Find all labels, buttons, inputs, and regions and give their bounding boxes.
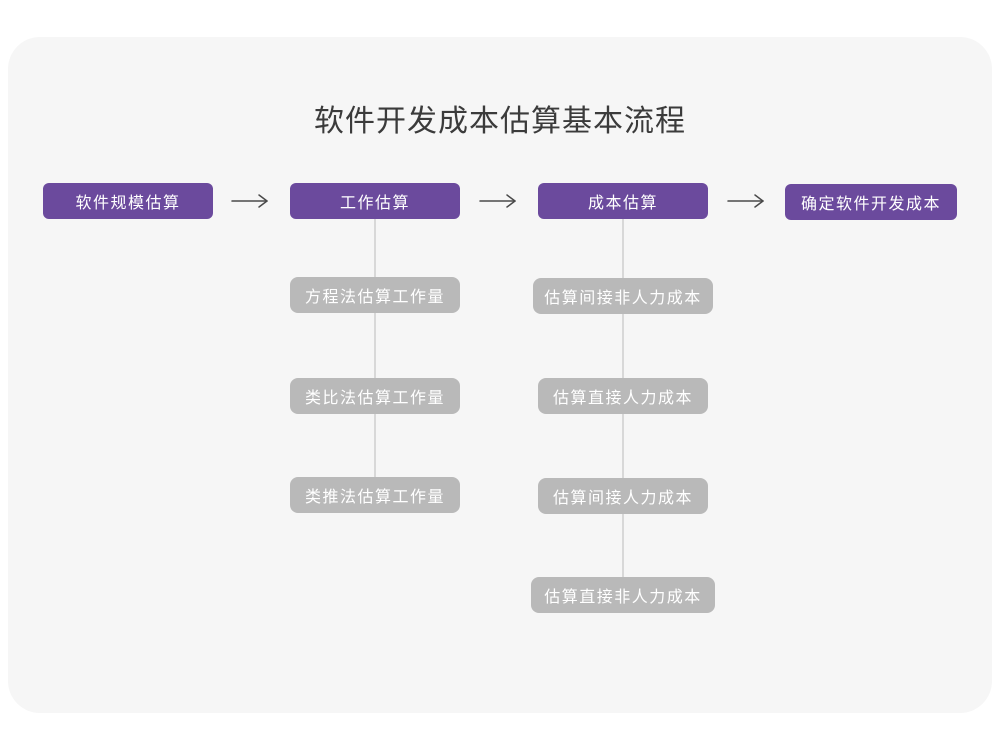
step-software-scale-estimation: 软件规模估算 <box>43 183 213 219</box>
method-analogy-estimation: 类比法估算工作量 <box>290 378 460 414</box>
right-arrow-icon <box>727 193 767 209</box>
right-arrow-icon <box>479 193 519 209</box>
step-determine-development-cost: 确定软件开发成本 <box>785 184 957 220</box>
step-cost-estimation: 成本估算 <box>538 183 708 219</box>
method-extrapolation-estimation: 类推法估算工作量 <box>290 477 460 513</box>
connector-work-estimation-column <box>374 219 376 495</box>
cost-indirect-nonlabor: 估算间接非人力成本 <box>533 278 713 314</box>
method-equation-estimation: 方程法估算工作量 <box>290 277 460 313</box>
cost-indirect-labor: 估算间接人力成本 <box>538 478 708 514</box>
flowchart-card <box>8 37 992 713</box>
right-arrow-icon <box>231 193 271 209</box>
cost-direct-nonlabor: 估算直接非人力成本 <box>531 577 715 613</box>
diagram-title: 软件开发成本估算基本流程 <box>314 105 686 138</box>
cost-direct-labor: 估算直接人力成本 <box>538 378 708 414</box>
step-work-estimation: 工作估算 <box>290 183 460 219</box>
